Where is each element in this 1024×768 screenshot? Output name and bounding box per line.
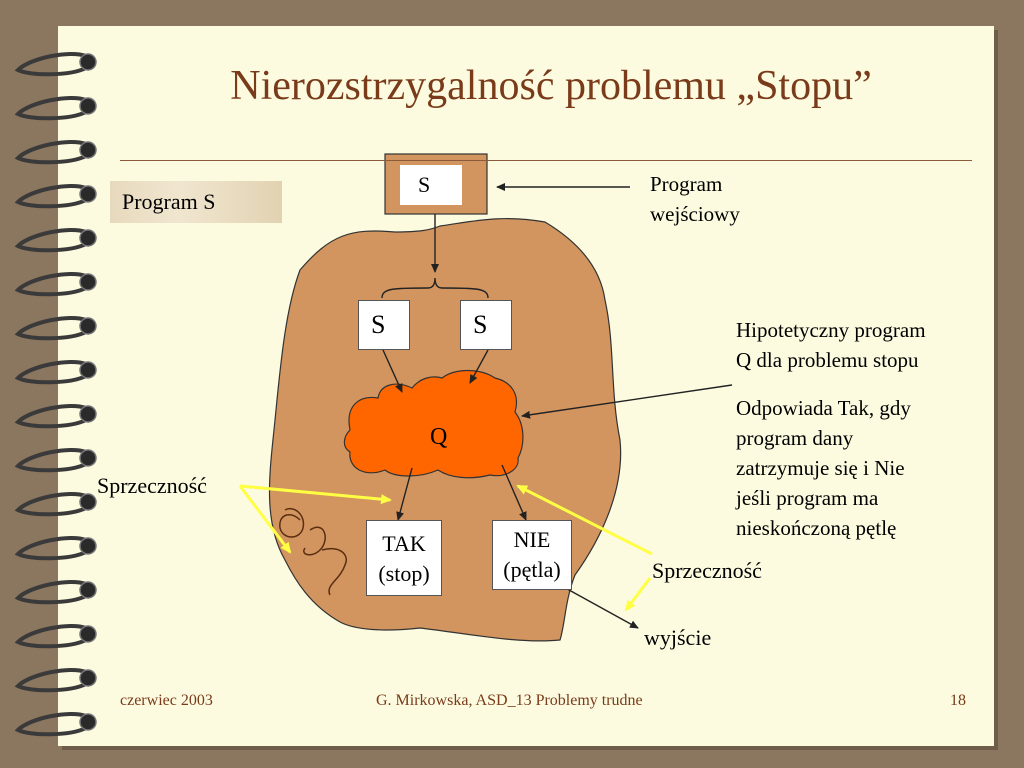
- loop-squiggle: [279, 508, 347, 596]
- binding-hole: [79, 669, 97, 687]
- binding-hole: [79, 229, 97, 247]
- spiral-ring: [14, 623, 87, 649]
- binding-hole: [79, 537, 97, 555]
- yellow-arrow-nie: [516, 484, 653, 556]
- spiral-ring: [14, 667, 87, 693]
- arrow-s1-q: [382, 349, 403, 393]
- spiral-ring: [14, 139, 87, 165]
- copy-s-left: S: [358, 300, 410, 350]
- binding-hole: [79, 713, 97, 731]
- nie-box: NIE (pętla): [492, 520, 572, 590]
- yellow-arrow-tak: [239, 484, 392, 505]
- tak-label: TAK: [382, 531, 426, 556]
- input-s-box: S: [400, 165, 462, 205]
- footer-author: G. Mirkowska, ASD_13 Problemy trudne: [376, 692, 643, 709]
- binding-hole: [79, 317, 97, 335]
- answer-line2: program dany: [736, 426, 854, 450]
- spiral-ring: [14, 491, 87, 517]
- spiral-binding: [14, 51, 97, 737]
- tak-box: TAK (stop): [366, 520, 442, 596]
- answer-line1: Odpowiada Tak, gdy: [736, 396, 911, 420]
- output-label: wyjście: [644, 625, 712, 650]
- nie-label: NIE: [513, 527, 551, 552]
- footer-date: czerwiec 2003: [120, 692, 213, 709]
- answer-line3: zatrzymuje się i Nie: [736, 456, 905, 480]
- binding-hole: [79, 273, 97, 291]
- arrow-s2-q: [469, 349, 489, 384]
- binding-hole: [79, 141, 97, 159]
- spiral-ring: [14, 403, 87, 429]
- answer-line4: jeśli program ma: [736, 486, 879, 510]
- binding-hole: [79, 581, 97, 599]
- binding-hole: [79, 53, 97, 71]
- spiral-ring: [14, 51, 87, 77]
- binding-hole: [79, 493, 97, 511]
- slide-title: Nierozstrzygalność problemu „Stopu”: [230, 63, 872, 109]
- spiral-ring: [14, 535, 87, 561]
- arrow-output: [559, 584, 639, 629]
- contradiction-right-label: Sprzeczność: [652, 558, 762, 583]
- title-divider: [120, 160, 972, 161]
- split-brace: [381, 277, 489, 299]
- spiral-ring: [14, 183, 87, 209]
- q-description-line1: Hipotetyczny program: [736, 318, 926, 342]
- binding-hole: [79, 361, 97, 379]
- arrow-q-tak: [396, 467, 413, 521]
- spiral-ring: [14, 359, 87, 385]
- copy-s-right: S: [460, 300, 512, 350]
- spiral-ring: [14, 579, 87, 605]
- binding-hole: [79, 405, 97, 423]
- nie-sublabel: (pętla): [503, 557, 561, 582]
- yellow-arrow-loop: [238, 485, 292, 554]
- input-label-line1: Program: [650, 172, 723, 196]
- program-s-label: Program S: [110, 181, 282, 223]
- q-blob: [343, 369, 524, 479]
- arrow-q-desc: [521, 384, 733, 419]
- binding-hole: [79, 185, 97, 203]
- spiral-ring: [14, 447, 87, 473]
- answer-line5: nieskończoną pętlę: [736, 516, 897, 540]
- binding-hole: [79, 97, 97, 115]
- contradiction-left-label: Sprzeczność: [97, 473, 207, 498]
- spiral-ring: [14, 227, 87, 253]
- spiral-ring: [14, 271, 87, 297]
- spiral-ring: [14, 711, 87, 737]
- spiral-ring: [14, 315, 87, 341]
- input-label-line2: wejściowy: [650, 202, 740, 226]
- q-description-line2: Q dla problemu stopu: [736, 348, 919, 372]
- spiral-ring: [14, 95, 87, 121]
- binding-hole: [79, 625, 97, 643]
- footer-page-number: 18: [950, 692, 966, 709]
- binding-hole: [79, 449, 97, 467]
- yellow-arrow-output: [624, 577, 652, 612]
- q-label: Q: [430, 424, 448, 450]
- arrow-q-nie: [501, 464, 527, 521]
- tak-sublabel: (stop): [378, 561, 430, 586]
